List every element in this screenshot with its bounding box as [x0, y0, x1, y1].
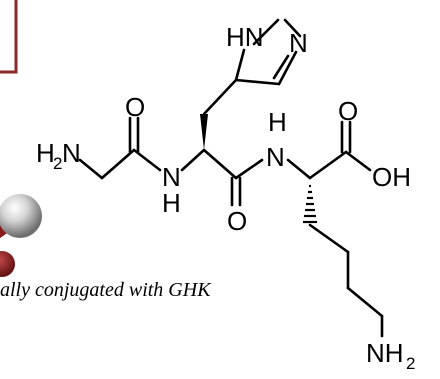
imidazole-nh-label: HN — [226, 22, 264, 52]
ball-and-stick-fragment — [0, 194, 42, 277]
bond-his-ch2 — [202, 78, 238, 116]
oxygen-3-label: O — [338, 96, 358, 126]
amide-h1-label: H — [162, 188, 181, 218]
hydroxyl-label: OH — [372, 162, 411, 192]
bond-cooh-oh — [344, 150, 372, 172]
oxygen-2-label: O — [227, 206, 247, 236]
oxygen-1-label: O — [125, 92, 145, 122]
amide-n1-label: N — [162, 162, 181, 192]
amide-h2-label: H — [268, 107, 287, 137]
amine-h-subscript: 2 — [53, 154, 62, 173]
cropped-frame — [0, 0, 18, 74]
bond-ca-cooh — [308, 150, 348, 180]
bond-ring-1 — [252, 18, 280, 46]
bond-lys-1 — [308, 223, 350, 254]
grey-sphere — [0, 194, 42, 238]
bonds — [78, 18, 384, 338]
bond-ch2-co — [100, 148, 136, 180]
red-sphere — [0, 251, 15, 277]
bond-ring-2 — [283, 18, 302, 38]
bond-ca-co2 — [202, 148, 238, 180]
bond-ring-3b — [272, 54, 290, 80]
imidazole-n-label: N — [289, 28, 308, 58]
bond-nh2-ca — [286, 158, 312, 180]
lysine-amine-label: NH — [366, 338, 404, 368]
bond-co2-nh2 — [234, 158, 264, 180]
amide-n2-label: N — [266, 142, 285, 172]
hashed-bond — [303, 184, 317, 224]
amine-h-label: H — [36, 138, 55, 168]
bond-lys-3 — [346, 286, 384, 318]
bond-ring-4 — [234, 78, 281, 86]
bond-h2n-ch2 — [78, 158, 104, 180]
lysine-amine-subscript: 2 — [406, 354, 415, 373]
bond-ring-5 — [234, 48, 246, 82]
bond-co-nh1 — [132, 148, 162, 172]
wedge-bond — [200, 114, 208, 150]
bond-ring-3 — [277, 50, 298, 86]
bond-nh1-ca — [180, 148, 206, 172]
caption-text: ally conjugated with GHK — [0, 279, 212, 301]
amine-n-label: N — [62, 138, 81, 168]
